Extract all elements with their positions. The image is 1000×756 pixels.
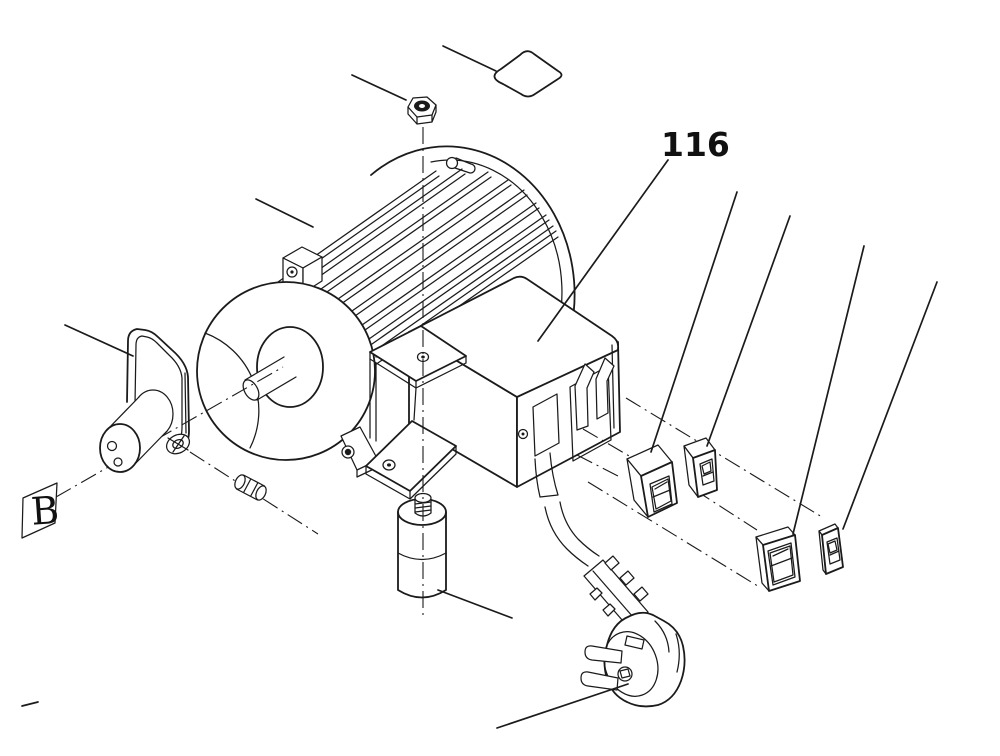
plug-detail — [624, 635, 645, 650]
leader-switch-4 — [842, 281, 938, 530]
lever-outer — [126, 328, 190, 448]
plug-pin-2 — [580, 671, 619, 691]
pin-ribs — [243, 478, 259, 497]
detail-b-frame — [21, 482, 58, 539]
center-line-switch-axis-4 — [694, 489, 758, 531]
strip-line — [592, 570, 634, 618]
switch2-actuator-detail — [701, 461, 714, 477]
screw-dot — [521, 432, 525, 436]
switch4-actuator-detail — [827, 540, 840, 556]
pin-end-2 — [255, 485, 267, 501]
plug-body — [603, 611, 686, 708]
cable-segment-1 — [534, 452, 559, 498]
center-line-switch-axis-3 — [576, 454, 621, 478]
plug-boot-creases — [654, 620, 680, 673]
box-cutout-1 — [532, 393, 560, 457]
nut-hole — [419, 104, 425, 108]
leader-motor — [255, 198, 314, 228]
center-line-switch-axis-1 — [625, 397, 823, 518]
center-line-pin-axis — [189, 451, 319, 535]
shaft-tip — [242, 379, 260, 401]
switch1-opening — [649, 475, 673, 513]
roller-hole-2 — [113, 457, 123, 467]
leader-terminal-box — [537, 159, 669, 342]
screw-head — [344, 448, 352, 456]
pin-end-1 — [234, 474, 246, 490]
leader-hex-nut — [351, 74, 407, 101]
tab-eyelet — [445, 156, 459, 170]
leader-lines — [21, 45, 938, 729]
hex-nut — [407, 96, 437, 125]
lever-edge — [184, 372, 187, 434]
nut-depth — [407, 104, 437, 125]
leader-lever — [64, 324, 134, 357]
part-number-label: 116 — [661, 125, 730, 164]
center-line-switch-axis-5 — [587, 481, 762, 589]
plug-pin-1 — [584, 645, 623, 664]
cable-segment-2 — [544, 501, 600, 567]
pin-sides — [235, 474, 266, 501]
box-corner-round — [611, 344, 615, 429]
capacitor-body — [397, 511, 447, 599]
spade-terminal-1 — [574, 363, 595, 431]
roller-hole-1 — [106, 440, 118, 452]
plug-face — [603, 631, 659, 697]
center-line-switch-axis-2 — [582, 428, 637, 461]
strip-clamps-top — [604, 555, 649, 602]
rim-tab — [445, 156, 476, 174]
switch3-rocker-ridge — [770, 548, 793, 567]
leader-switch-3 — [792, 245, 865, 535]
lever-inner — [134, 335, 183, 442]
motor-shaft — [244, 356, 297, 401]
box-top-face — [408, 275, 620, 398]
rocker-switch-framed-2 — [755, 526, 801, 592]
cooling-fins — [277, 168, 559, 366]
bracket-web — [369, 358, 417, 442]
tab-slot — [454, 157, 476, 174]
box-cutout-2 — [569, 365, 612, 462]
stud-hole-dot — [421, 355, 425, 359]
switch3-opening — [767, 542, 796, 586]
switch1-rocker-ridge — [652, 481, 671, 498]
lock-lever — [99, 328, 191, 473]
bracket-depth — [369, 351, 467, 389]
spade-terminal-2 — [595, 357, 615, 420]
center-lines — [55, 127, 823, 618]
foot-plate-depth — [365, 445, 457, 500]
name-plate — [493, 50, 563, 98]
screw-dot — [290, 270, 294, 274]
rocker-switch-framed-1 — [626, 444, 678, 518]
lever-pin — [234, 474, 267, 501]
strip-clamps-bottom — [589, 587, 616, 617]
leader-edge-mark — [21, 701, 39, 707]
plug-screw-slot — [619, 668, 631, 679]
power-cable — [534, 452, 600, 567]
power-plug — [580, 611, 686, 708]
center-line-lever-axis — [55, 366, 284, 498]
leader-switch-2 — [706, 215, 791, 447]
front-end-bell — [196, 281, 376, 461]
cable-terminal-strip — [583, 555, 649, 629]
detail-b-letter: B — [30, 488, 61, 534]
detail-b-tag: B — [21, 482, 61, 539]
foot-plate-hole-dot — [387, 463, 391, 467]
capacitor-seam — [397, 552, 447, 561]
leader-switch-1 — [650, 191, 738, 453]
micro-switch-2 — [818, 523, 844, 575]
leader-name-plate — [442, 45, 497, 72]
roller-face — [99, 423, 141, 473]
micro-switch-1 — [683, 437, 718, 498]
capacitor — [397, 492, 447, 599]
lever-hub-facets — [167, 435, 189, 453]
leader-capacitor — [437, 589, 513, 619]
leader-plug — [496, 683, 629, 729]
mounting-bracket — [365, 325, 467, 500]
